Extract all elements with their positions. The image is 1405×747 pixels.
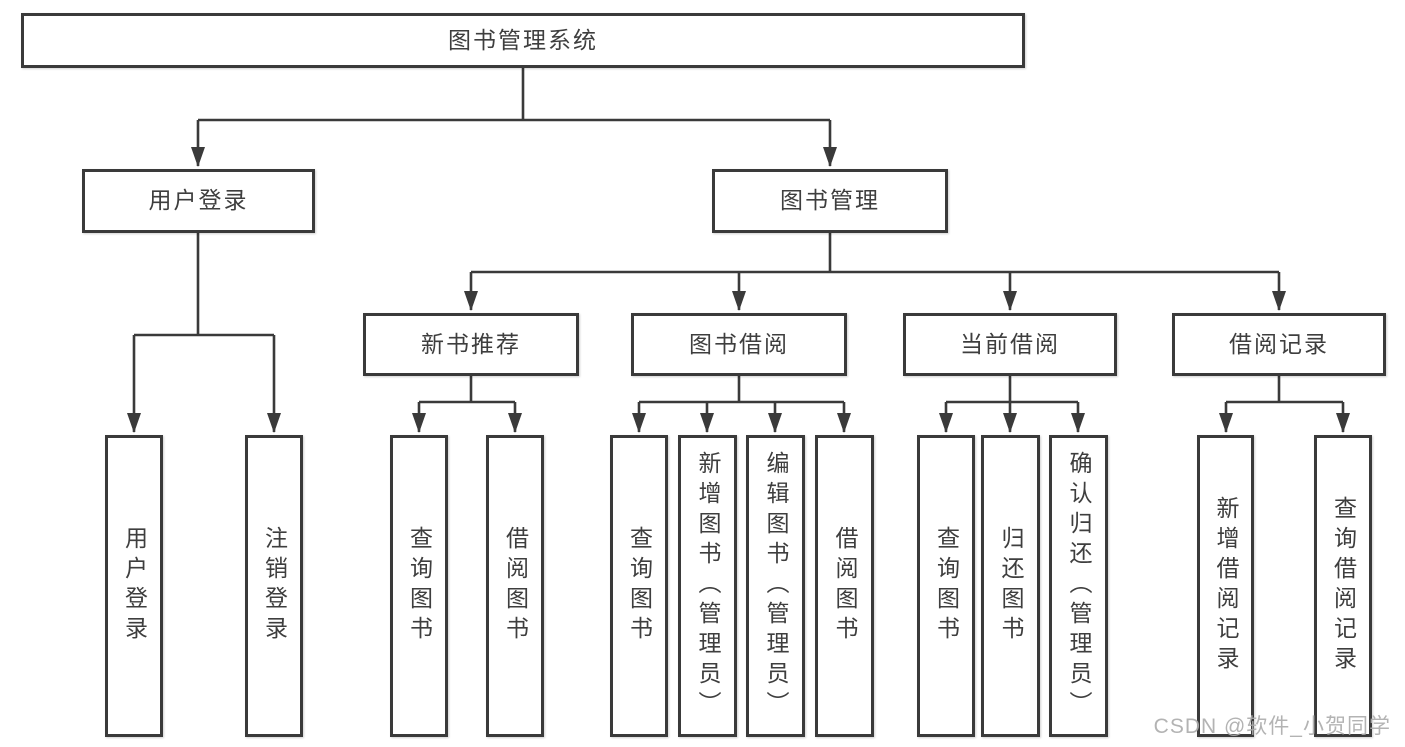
leaf-user-login: 用户登录 [105,435,163,737]
leaf-current-query-books: 查询图书 [917,435,975,737]
leaf-add-books-admin: 新增图书（管理员） [678,435,737,737]
elbow-new-book [419,376,515,404]
leaf-query-borrow-record: 查询借阅记录 [1314,435,1372,737]
csdn-watermark: CSDN @软件_小贺同学 [1153,715,1391,738]
leaf-logout: 注销登录 [245,435,303,737]
node-current-borrow: 当前借阅 [903,313,1117,376]
leaf-confirm-return-admin: 确认归还（管理员） [1049,435,1108,737]
leaf-borrow-books: 借阅图书 [815,435,874,737]
node-book-management: 图书管理 [712,169,948,233]
leaf-borrow-query-books: 查询图书 [610,435,668,737]
elbow-user-login [134,233,274,337]
elbow-borrow-records [1226,376,1343,404]
elbow-root [198,68,830,122]
leaf-newbook-borrow-books: 借阅图书 [486,435,544,737]
elbow-book-borrow [639,376,844,404]
leaf-add-borrow-record: 新增借阅记录 [1197,435,1254,737]
leaf-return-books: 归还图书 [981,435,1040,737]
node-book-borrow: 图书借阅 [631,313,847,376]
elbow-book-management [471,233,1279,274]
node-library-system: 图书管理系统 [21,13,1025,68]
node-new-book-recommend: 新书推荐 [363,313,579,376]
leaf-edit-books-admin: 编辑图书（管理员） [746,435,805,737]
node-user-login: 用户登录 [82,169,315,233]
leaf-newbook-query-books: 查询图书 [390,435,448,737]
elbow-current-borrow [946,376,1078,404]
node-borrow-records: 借阅记录 [1172,313,1386,376]
